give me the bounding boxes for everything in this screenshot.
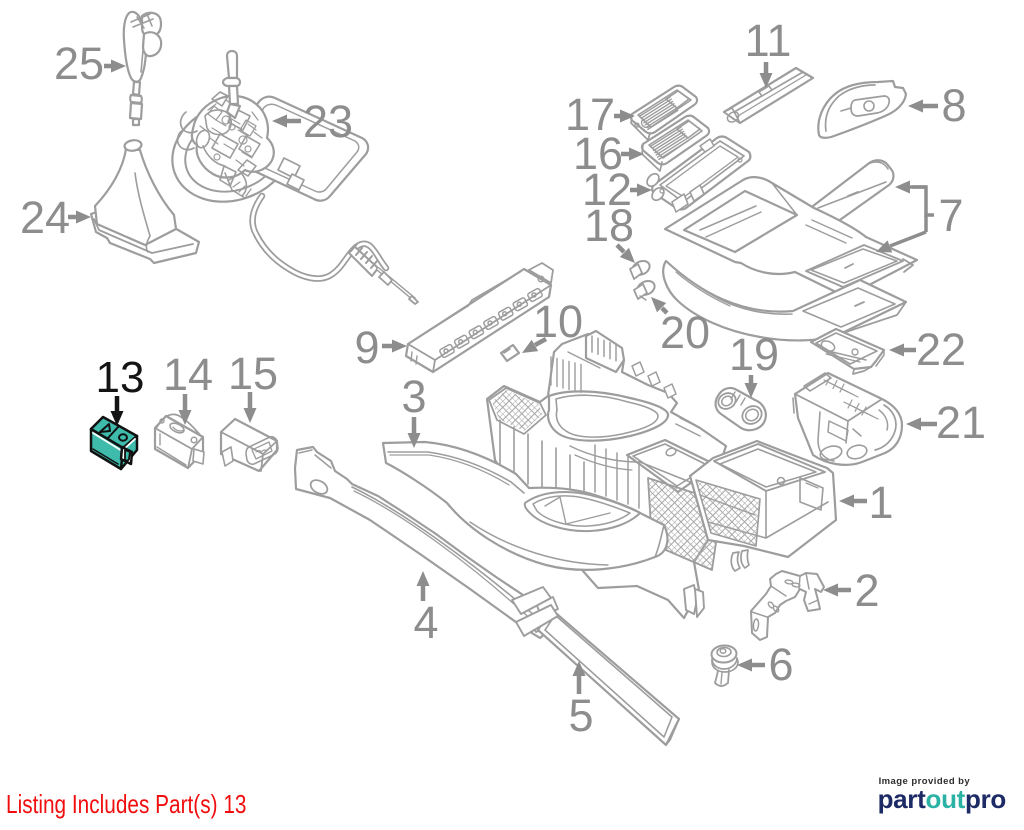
svg-text:8: 8 (941, 80, 966, 131)
svg-text:3: 3 (401, 371, 426, 422)
svg-text:16: 16 (573, 128, 623, 179)
svg-text:23: 23 (303, 96, 353, 147)
svg-text:25: 25 (54, 38, 104, 89)
svg-text:19: 19 (729, 329, 779, 380)
svg-text:6: 6 (768, 639, 793, 690)
svg-text:4: 4 (413, 597, 438, 648)
svg-text:5: 5 (568, 690, 593, 741)
svg-text:24: 24 (20, 192, 70, 243)
svg-text:13: 13 (96, 353, 145, 402)
svg-text:11: 11 (745, 15, 792, 66)
svg-text:21: 21 (936, 397, 986, 448)
svg-text:14: 14 (163, 349, 213, 400)
svg-text:15: 15 (228, 348, 278, 399)
svg-text:22: 22 (916, 324, 966, 375)
svg-text:18: 18 (584, 200, 634, 251)
svg-text:7: 7 (938, 190, 963, 241)
svg-text:10: 10 (533, 296, 583, 347)
svg-text:1: 1 (868, 477, 893, 528)
svg-text:20: 20 (660, 307, 710, 358)
svg-text:12: 12 (582, 164, 632, 215)
svg-text:17: 17 (565, 89, 615, 140)
svg-text:9: 9 (354, 322, 379, 373)
svg-text:2: 2 (854, 565, 879, 616)
